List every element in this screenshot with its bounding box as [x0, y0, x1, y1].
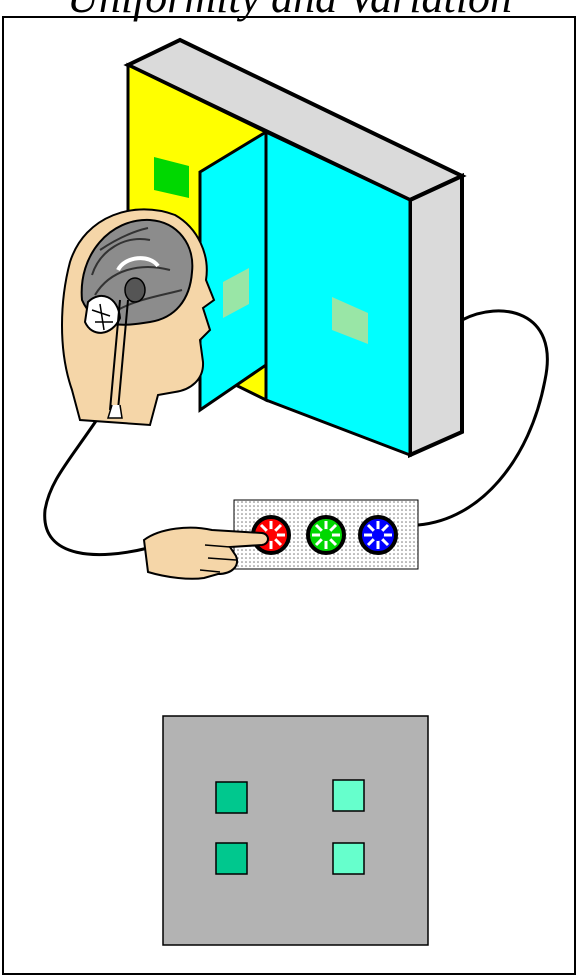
square-bottom-right [333, 843, 364, 874]
board-side [410, 176, 462, 455]
cable-to-head [45, 415, 148, 555]
square-top-right [333, 780, 364, 811]
square-top-left [216, 782, 247, 813]
stimulus-display [163, 716, 428, 945]
button-blue[interactable] [360, 517, 396, 553]
button-green[interactable] [308, 517, 344, 553]
square-bottom-left [216, 843, 247, 874]
cyan-panel-left [200, 132, 266, 410]
head-brain-icon [62, 209, 214, 425]
